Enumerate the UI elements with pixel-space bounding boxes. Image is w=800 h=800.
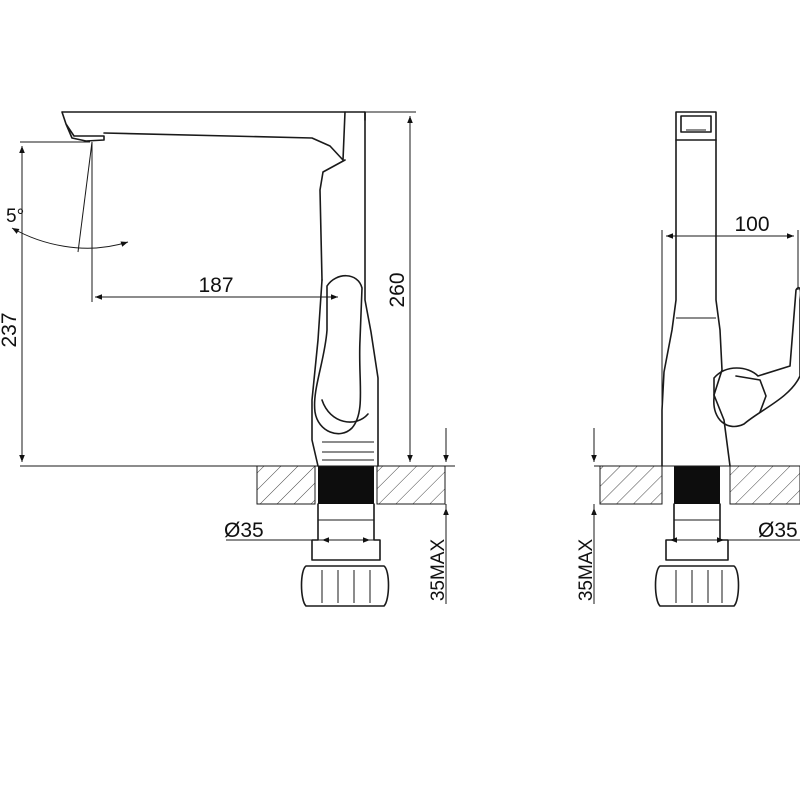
dimension-hole-diameter-front: Ø35 bbox=[224, 519, 374, 543]
hole-diameter-label-side: Ø35 bbox=[758, 519, 798, 542]
faucet-body-front bbox=[61, 111, 390, 607]
spout-reach-label: 187 bbox=[198, 274, 233, 297]
dimension-hole-diameter-side: Ø35 bbox=[666, 519, 800, 543]
angle-label: 5° bbox=[6, 206, 24, 227]
dimension-handle-reach: 100 bbox=[661, 213, 799, 466]
dimension-total-height: 260 bbox=[365, 111, 416, 467]
spout-height-label: 237 bbox=[0, 312, 21, 347]
angle-indicator: 5° bbox=[6, 141, 129, 253]
dimension-spout-reach: 187 bbox=[91, 252, 338, 302]
handle-reach-label: 100 bbox=[734, 213, 769, 236]
hole-diameter-label-front: Ø35 bbox=[224, 519, 264, 542]
deck-thickness-label-front: 35MAX bbox=[428, 539, 449, 602]
dimension-deck-thickness-front: 35MAX bbox=[428, 428, 449, 604]
countertop-section-side bbox=[594, 465, 800, 505]
front-view: 5° 237 187 260 Ø35 bbox=[0, 111, 455, 607]
dimension-spout-height: 237 bbox=[0, 141, 90, 462]
dimension-deck-thickness-side: 35MAX bbox=[576, 428, 597, 604]
deck-thickness-label-side: 35MAX bbox=[576, 539, 597, 602]
mounting-shank-front bbox=[318, 466, 374, 504]
total-height-label: 260 bbox=[386, 272, 409, 307]
countertop-section-front bbox=[20, 465, 455, 505]
side-view: 100 Ø35 35MAX bbox=[576, 111, 800, 607]
mounting-shank-side bbox=[674, 466, 720, 504]
